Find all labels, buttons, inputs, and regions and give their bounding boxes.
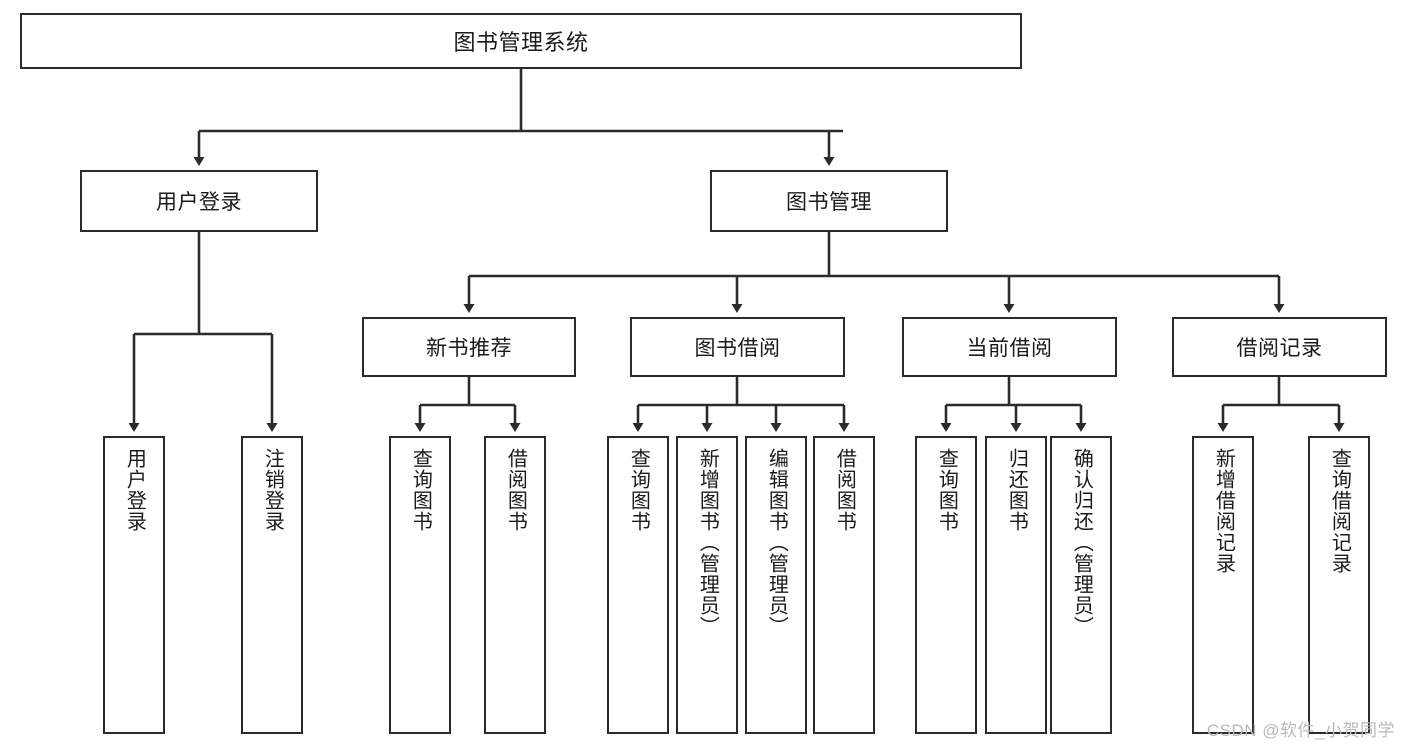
edge-root-to-level2: [193, 69, 843, 166]
leaf-return-book[interactable]: 归还图书: [985, 436, 1047, 734]
node-label: 用户登录: [156, 191, 242, 214]
leaf-add-borrow-record[interactable]: 新增借阅记录: [1192, 436, 1254, 734]
node-root-system[interactable]: 图书管理系统: [20, 13, 1022, 69]
node-label: 确认归还（管理员）: [1070, 448, 1093, 637]
node-user-login[interactable]: 用户登录: [80, 170, 318, 232]
node-label: 归还图书: [1005, 448, 1028, 532]
node-label: 查询图书: [409, 448, 432, 532]
leaf-confirm-return-admin[interactable]: 确认归还（管理员）: [1050, 436, 1112, 734]
node-label: 新增图书（管理员）: [696, 448, 719, 637]
node-new-book-recommendation[interactable]: 新书推荐: [362, 317, 576, 377]
node-label: 借阅图书: [833, 448, 856, 532]
node-label: 新书推荐: [426, 337, 512, 360]
node-label: 图书借阅: [694, 337, 781, 360]
edge-newbook-to-leaves: [414, 377, 521, 432]
node-label: 编辑图书（管理员）: [765, 448, 788, 637]
node-label: 图书管理: [786, 191, 872, 214]
leaf-query-borrow-record[interactable]: 查询借阅记录: [1308, 436, 1370, 734]
leaf-user-login[interactable]: 用户登录: [103, 436, 165, 734]
csdn-watermark: CSDN @软件_小贺同学: [1206, 721, 1395, 740]
leaf-user-logout[interactable]: 注销登录: [241, 436, 303, 734]
node-label: 图书管理系统: [453, 30, 589, 55]
leaf-query-book-newbook[interactable]: 查询图书: [389, 436, 451, 734]
node-label: 注销登录: [261, 448, 284, 532]
node-current-borrowing[interactable]: 当前借阅: [902, 317, 1117, 377]
node-borrowing-records[interactable]: 借阅记录: [1172, 317, 1387, 377]
edge-borrow-to-leaves: [632, 377, 850, 432]
node-book-borrowing[interactable]: 图书借阅: [630, 317, 845, 377]
leaf-borrow-book-borrowing[interactable]: 借阅图书: [813, 436, 875, 734]
node-book-management[interactable]: 图书管理: [710, 170, 948, 232]
node-label: 新增借阅记录: [1212, 448, 1235, 574]
edge-userlogin-to-leaves: [128, 232, 278, 432]
node-label: 查询图书: [627, 448, 650, 532]
node-label: 查询图书: [935, 448, 958, 532]
node-label: 借阅图书: [504, 448, 527, 532]
edge-bookmgmt-to-level3: [463, 232, 1285, 313]
node-label: 查询借阅记录: [1328, 448, 1351, 574]
node-label: 当前借阅: [966, 337, 1053, 360]
node-label: 借阅记录: [1236, 337, 1323, 360]
edge-records-to-leaves: [1217, 377, 1345, 432]
leaf-query-book-current[interactable]: 查询图书: [915, 436, 977, 734]
leaf-edit-book-admin[interactable]: 编辑图书（管理员）: [745, 436, 807, 734]
node-label: 用户登录: [123, 448, 146, 532]
leaf-borrow-book-newbook[interactable]: 借阅图书: [484, 436, 546, 734]
edge-current-to-leaves: [940, 377, 1087, 432]
leaf-query-book-borrowing[interactable]: 查询图书: [607, 436, 669, 734]
leaf-add-book-admin[interactable]: 新增图书（管理员）: [676, 436, 738, 734]
